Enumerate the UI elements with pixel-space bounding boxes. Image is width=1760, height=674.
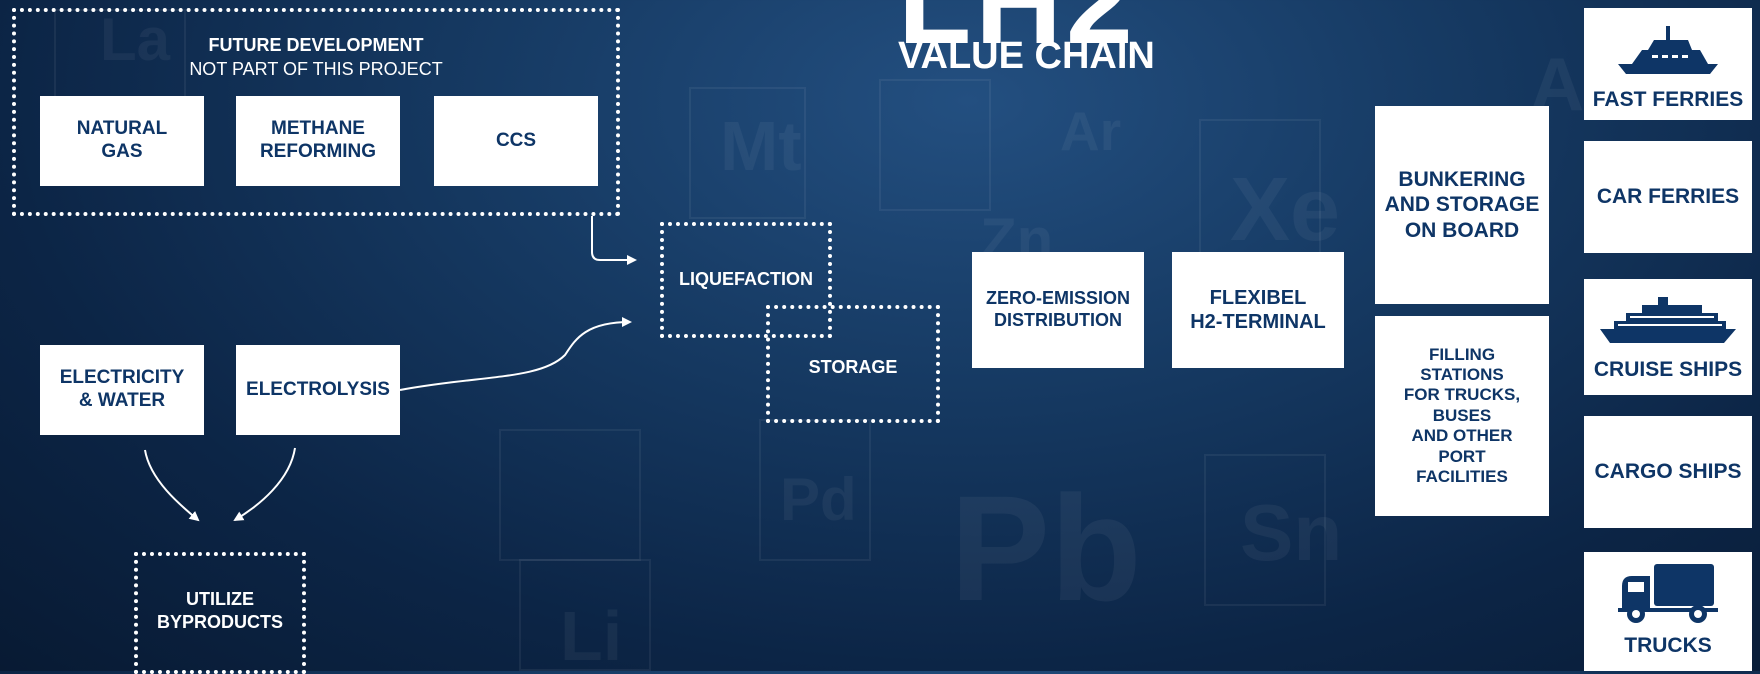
bunkering-box: BUNKERING AND STORAGE ON BOARD bbox=[1375, 106, 1549, 304]
liquefaction-label: LIQUEFACTION bbox=[679, 269, 813, 289]
fast-ferries-label: FAST FERRIES bbox=[1592, 88, 1744, 111]
arrow-electricity-to-byproducts bbox=[144, 449, 200, 522]
fast-ferries-tile: FAST FERRIES bbox=[1584, 8, 1752, 120]
byproducts-label: UTILIZE BYPRODUCTS bbox=[156, 589, 283, 632]
future-development-group bbox=[12, 8, 620, 216]
svg-text:Ar: Ar bbox=[1060, 100, 1121, 162]
svg-text:Pd: Pd bbox=[780, 466, 857, 533]
storage-label: STORAGE bbox=[808, 357, 898, 377]
truck-icon bbox=[1618, 564, 1718, 623]
cargo-ships-label: CARGO SHIPS bbox=[1594, 460, 1742, 483]
arrow-future-to-liquefaction bbox=[591, 216, 637, 265]
future-heading: FUTURE DEVELOPMENT bbox=[208, 35, 424, 55]
ccs-box: CCS bbox=[434, 96, 598, 186]
cruise-ships-tile: CRUISE SHIPS bbox=[1584, 279, 1752, 395]
trucks-label: TRUCKS bbox=[1624, 634, 1712, 657]
svg-text:Sn: Sn bbox=[1240, 488, 1342, 577]
car-ferries-label: CAR FERRIES bbox=[1596, 185, 1740, 208]
trucks-tile: TRUCKS bbox=[1584, 552, 1752, 671]
car-ferries-tile: CAR FERRIES bbox=[1584, 141, 1752, 253]
svg-text:La: La bbox=[100, 6, 171, 73]
svg-text:Xe: Xe bbox=[1230, 160, 1340, 260]
periodic-table-background bbox=[54, 9, 1326, 671]
arrow-electrolysis-to-storage bbox=[399, 317, 632, 391]
zero-emission-distribution-box: ZERO-EMISSION DISTRIBUTION bbox=[972, 252, 1144, 368]
periodic-table-symbols: Mt Pb Xe Sn Pd Ar Zn Li La Au bbox=[100, 6, 1630, 671]
title-line2: VALUE CHAIN bbox=[898, 35, 1155, 77]
future-subheading: NOT PART OF THIS PROJECT bbox=[189, 59, 443, 79]
liquefaction-group bbox=[660, 222, 832, 338]
svg-text:Mt: Mt bbox=[720, 107, 802, 185]
svg-text:Li: Li bbox=[560, 597, 622, 671]
cruise-ship-icon bbox=[1600, 297, 1736, 343]
arrow-electrolysis-to-byproducts bbox=[233, 447, 296, 522]
natural-gas-box: NATURAL GAS bbox=[40, 96, 204, 186]
svg-text:Pb: Pb bbox=[950, 464, 1142, 632]
fast-ferry-icon bbox=[1618, 26, 1718, 74]
filling-stations-box: FILLING STATIONS FOR TRUCKS, BUSES AND O… bbox=[1375, 316, 1549, 516]
storage-group bbox=[766, 305, 940, 423]
cargo-ships-tile: CARGO SHIPS bbox=[1584, 416, 1752, 528]
cruise-ships-label: CRUISE SHIPS bbox=[1593, 358, 1743, 381]
methane-reforming-box: METHANE REFORMING bbox=[236, 96, 400, 186]
electrolysis-box: ELECTROLYSIS bbox=[236, 345, 400, 435]
h2-terminal-box: FLEXIBEL H2-TERMINAL bbox=[1172, 252, 1344, 368]
electricity-water-box: ELECTRICITY & WATER bbox=[40, 345, 204, 435]
title-line1: LH2 bbox=[898, 0, 1137, 69]
